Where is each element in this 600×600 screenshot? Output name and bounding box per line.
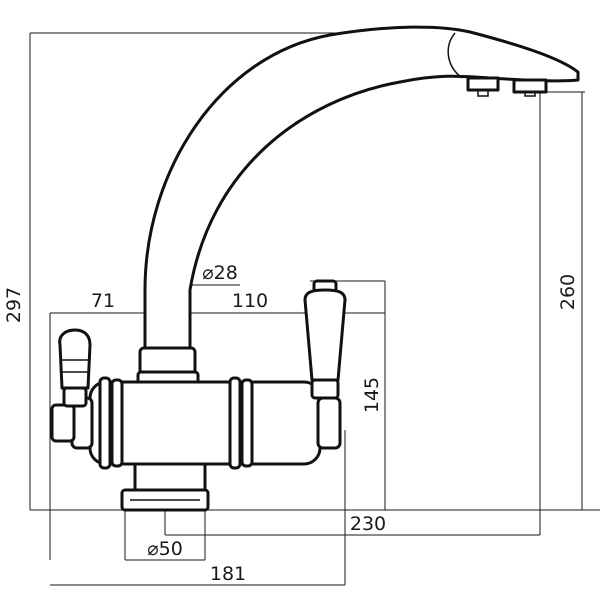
base-stem xyxy=(133,462,207,492)
left-handle-neck xyxy=(62,386,88,408)
body-ring-right-2 xyxy=(240,378,254,468)
right-handle-lever xyxy=(303,288,347,382)
body-ring-left-2 xyxy=(110,378,124,468)
body-ring-left-1 xyxy=(98,376,112,470)
dim-label-297: 297 xyxy=(3,287,25,323)
left-handle xyxy=(58,328,92,408)
spout-collar xyxy=(136,346,200,388)
faucet-base xyxy=(120,462,210,512)
dimension-labels: 297 260 ⌀28 71 110 145 230 ⌀50 181 xyxy=(3,262,579,585)
dim-label-71: 71 xyxy=(91,290,115,312)
nozzle-right xyxy=(512,78,548,94)
dim-label-181: 181 xyxy=(210,563,246,585)
spout-arm xyxy=(143,25,580,352)
body-cylinder xyxy=(88,380,322,466)
right-handle xyxy=(303,279,347,400)
dim-label-28: ⌀28 xyxy=(202,262,238,284)
dim-label-145: 145 xyxy=(361,377,383,413)
faucet-body xyxy=(50,376,342,470)
collar-ring xyxy=(138,346,197,376)
spout-inner-line xyxy=(447,32,463,79)
body-ring-right-1 xyxy=(228,376,242,470)
dim-label-230: 230 xyxy=(350,513,386,535)
nozzle-left-tip xyxy=(477,89,489,97)
dim-label-110: 110 xyxy=(232,290,268,312)
body-endcap-right xyxy=(316,396,342,450)
dim-label-50: ⌀50 xyxy=(147,538,183,560)
dim-label-260: 260 xyxy=(557,274,579,310)
spout xyxy=(143,25,580,352)
left-valve-nut xyxy=(50,403,76,443)
nozzle-right-tip xyxy=(524,91,536,97)
nozzle-left xyxy=(466,76,500,92)
right-handle-neck xyxy=(310,378,340,400)
left-handle-lever xyxy=(58,328,92,390)
